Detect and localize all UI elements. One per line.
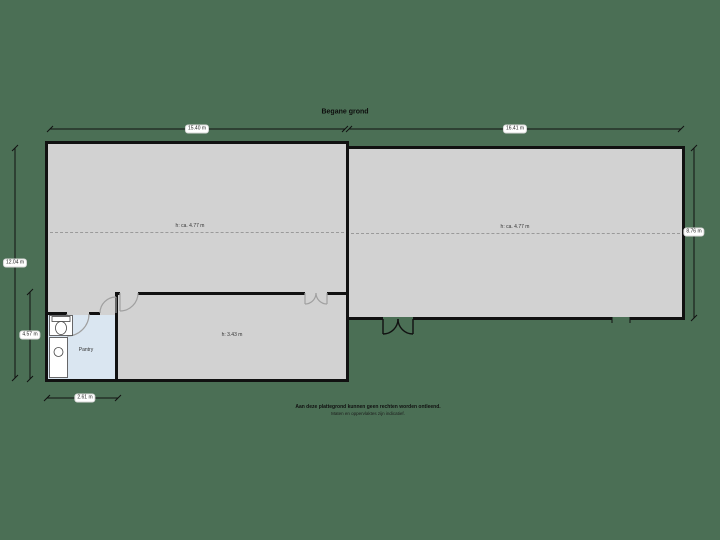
wall-bottom-right-2 xyxy=(413,317,612,320)
wall-pantry-right xyxy=(115,315,118,379)
dimension-bottom-small: 2.61 m xyxy=(74,393,96,403)
wall-bottom-left-block xyxy=(45,379,349,382)
room-label-pantry: Pantry xyxy=(78,347,94,353)
room-label-hall-right: h: ca. 4.77 m xyxy=(500,224,530,230)
wall-center-divider xyxy=(346,141,349,382)
wall-storage-top-2 xyxy=(138,292,305,295)
dimension-lines xyxy=(11,125,698,402)
wall-bottom-right-1 xyxy=(346,317,383,320)
wall-bottom-right-3 xyxy=(630,317,685,320)
dimension-right: 8.76 m xyxy=(683,227,705,237)
door-hall xyxy=(99,296,117,314)
room-label-hall-left: h: ca. 4.77 m xyxy=(175,223,205,229)
dimension-left-small: 4.57 m xyxy=(19,330,41,340)
wall-storage-top-3 xyxy=(327,292,346,295)
wall-pantry-top-2 xyxy=(89,312,100,315)
height-reference-line-left xyxy=(50,232,344,233)
sink-counter-icon xyxy=(49,337,68,378)
footer-disclaimer-line1: Aan deze plattegrond kunnen geen rechten… xyxy=(295,404,441,410)
wall-storage-top-1 xyxy=(115,292,120,295)
dimension-top-right: 16.41 m xyxy=(502,124,528,134)
floor-title: Begane grond xyxy=(321,108,369,116)
double-door-exterior xyxy=(382,318,414,335)
dimension-top-left: 15.40 m xyxy=(184,124,210,134)
double-door-storage xyxy=(304,292,328,305)
wall-left xyxy=(45,141,48,382)
dimension-left: 12.04 m xyxy=(2,258,28,268)
wall-pantry-top-1 xyxy=(48,312,67,315)
room-label-storage: h: 3.43 m xyxy=(221,332,243,338)
wall-opening-ticks xyxy=(611,317,631,323)
door-storage xyxy=(119,292,139,312)
height-reference-line-right xyxy=(351,233,680,234)
wall-top-left-block xyxy=(45,141,349,144)
footer-disclaimer-line2: Maten en oppervlaktes zijn indicatief. xyxy=(331,411,405,416)
wall-top-right-block xyxy=(346,146,685,149)
toilet-icon xyxy=(49,315,73,336)
